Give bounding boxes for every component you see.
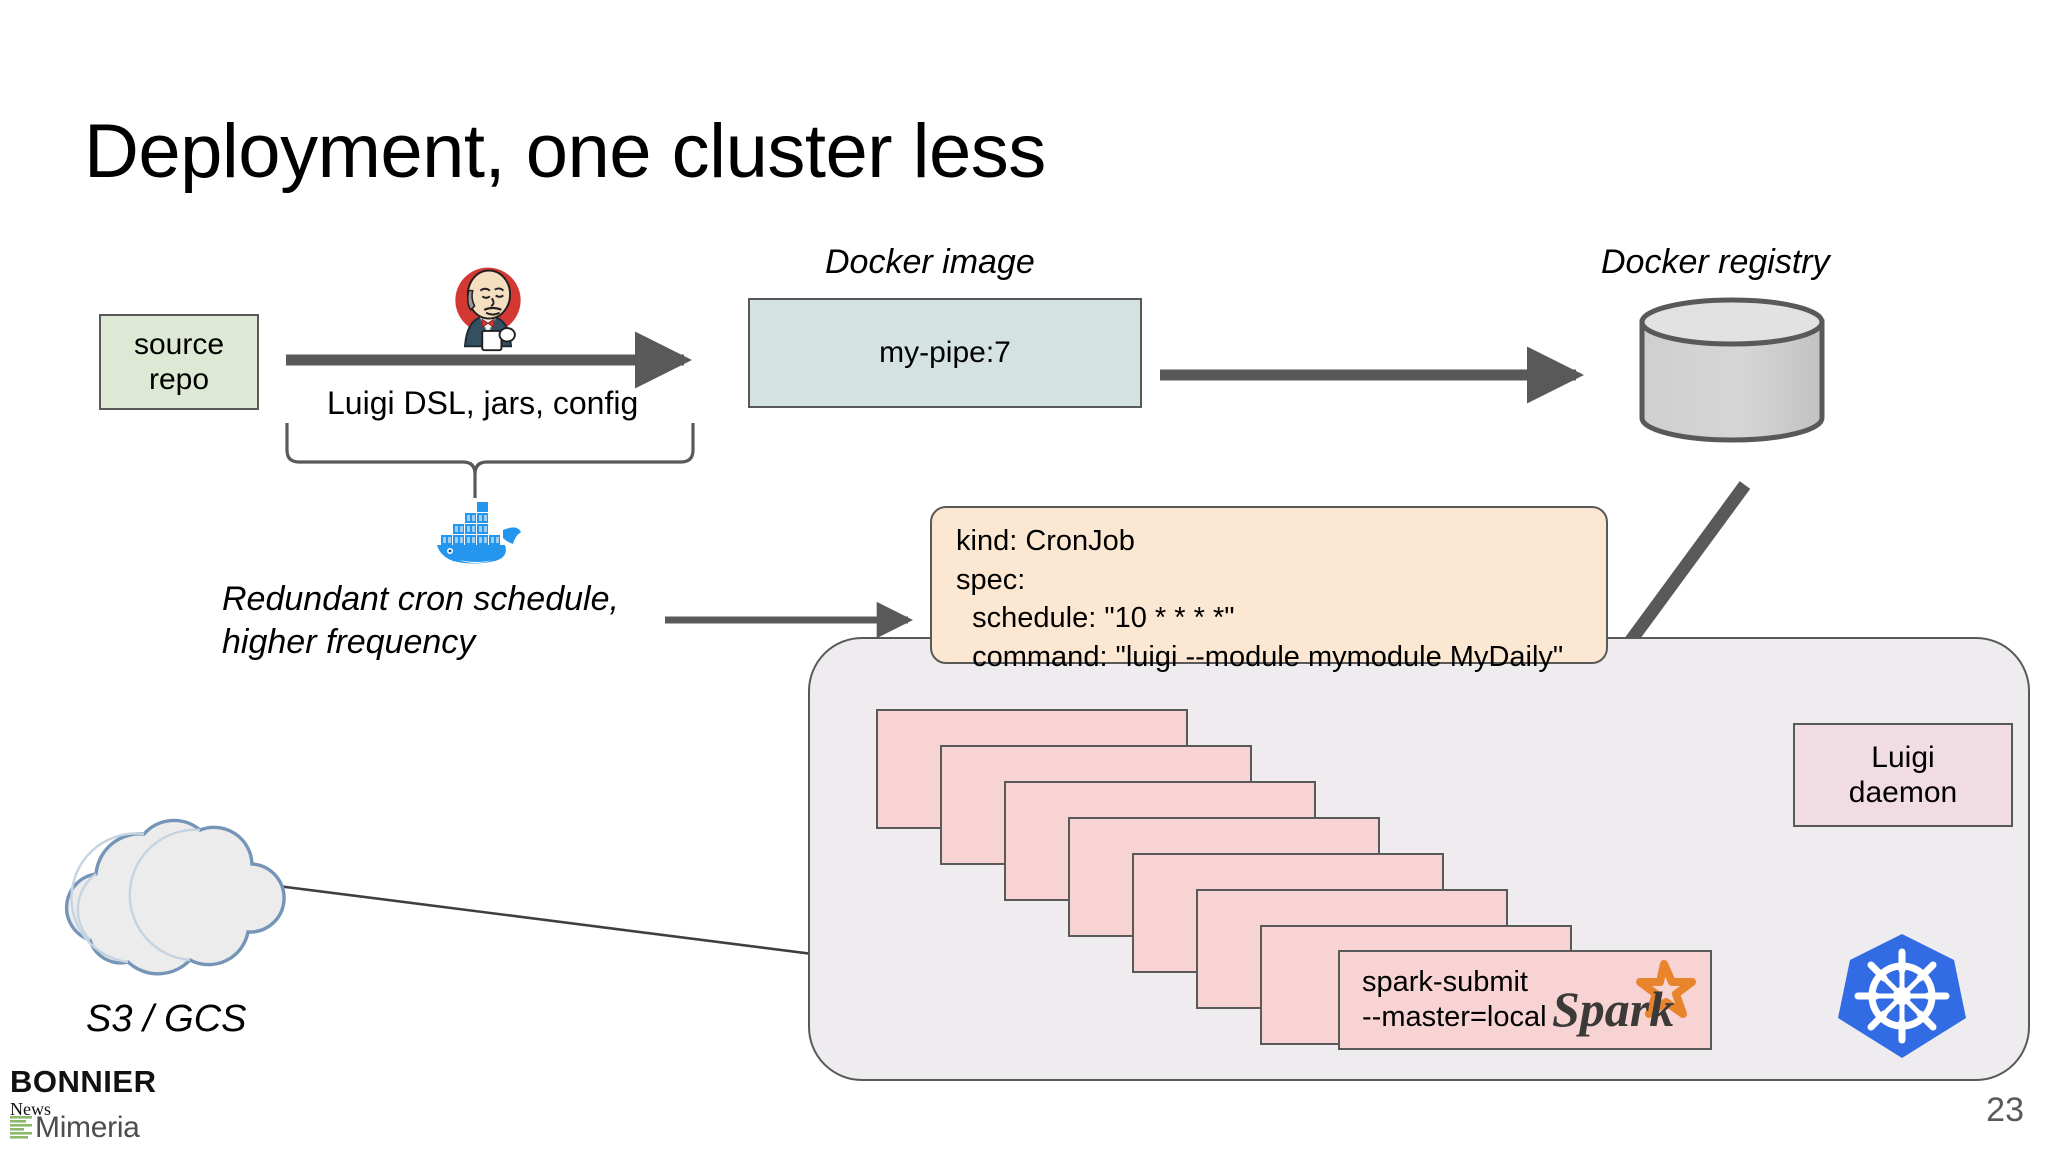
luigi-daemon-line1: Luigi: [1871, 740, 1935, 774]
docker-image-label: Docker image: [825, 243, 1035, 281]
redundant-cron-line2: higher frequency: [222, 622, 476, 661]
luigi-daemon-box: Luigi daemon: [1793, 723, 2013, 827]
spark-submit-text: spark-submit --master=local: [1362, 965, 1547, 1035]
redundant-cron-line1: Redundant cron schedule,: [222, 580, 619, 618]
spark-wordmark: Spark: [1552, 981, 1674, 1037]
mimeria-mark-icon: [10, 1116, 32, 1139]
cloud-storage-icon: [40, 820, 276, 990]
bonnier-news-logo: BONNIER News: [10, 1066, 156, 1118]
spark-logo: Spark: [1546, 958, 1716, 1052]
bonnier-wordmark: BONNIER: [10, 1064, 157, 1099]
mimeria-wordmark: Mimeria: [35, 1111, 140, 1144]
docker-registry-label: Docker registry: [1601, 243, 1830, 281]
kubernetes-helm-icon: [1836, 930, 1968, 1062]
luigi-dsl-arrow-label: Luigi DSL, jars, config: [327, 385, 639, 421]
yaml-line: schedule: "10 * * * *": [956, 602, 1235, 635]
cronjob-yaml-box: kind: CronJob spec: schedule: "10 * * * …: [930, 506, 1608, 673]
brace-bracket: [285, 423, 695, 486]
docker-image-box: my-pipe:7: [748, 298, 1142, 408]
source-repo-box: source repo: [99, 314, 259, 410]
source-repo-line2: repo: [148, 363, 210, 396]
yaml-line: command: "luigi --module mymodule MyDail…: [956, 640, 1564, 673]
slide-title: Deployment, one cluster less: [84, 109, 1046, 194]
spark-submit-line1: spark-submit: [1362, 966, 1528, 999]
docker-whale-icon: [423, 494, 527, 566]
source-repo-line1: source: [133, 327, 225, 361]
page-number: 23: [1986, 1091, 2024, 1129]
docker-registry-cylinder: [1642, 300, 1822, 456]
docker-image-tag: my-pipe:7: [879, 336, 1011, 370]
jenkins-butler-icon: [440, 258, 536, 354]
yaml-line: spec:: [956, 563, 1026, 596]
bonnier-news-subtitle: News: [10, 1099, 51, 1119]
redundant-cron-label: Redundant cron schedule, higher frequenc…: [222, 578, 619, 663]
cloud-storage-label: S3 / GCS: [86, 998, 247, 1040]
spark-submit-box: spark-submit --master=local Spark: [1338, 950, 1712, 1050]
luigi-daemon-line2: daemon: [1848, 776, 1958, 809]
mimeria-logo: Mimeria: [10, 1113, 140, 1143]
yaml-line: kind: CronJob: [956, 525, 1135, 557]
spark-submit-line2: --master=local: [1362, 1001, 1547, 1033]
